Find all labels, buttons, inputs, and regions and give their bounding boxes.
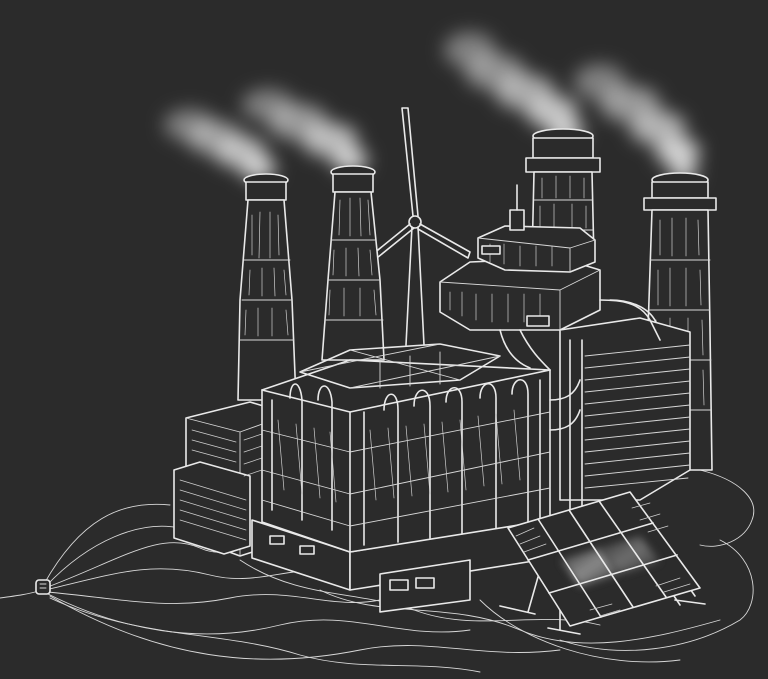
smokestack-2 [321,165,385,361]
cooling-fins [559,299,691,513]
smoke-plume-1 [164,109,276,180]
central-machinery [251,329,581,613]
plug-icon [35,579,51,595]
smokestack-1 [237,173,297,401]
wind-turbine [367,107,471,346]
smoke-plume-4 [574,64,700,181]
smoke-plumes [164,32,700,181]
smoke-plume-3 [444,32,584,144]
upper-machinery [439,184,601,331]
solar-panel [499,491,706,635]
ground-cables [0,469,755,673]
